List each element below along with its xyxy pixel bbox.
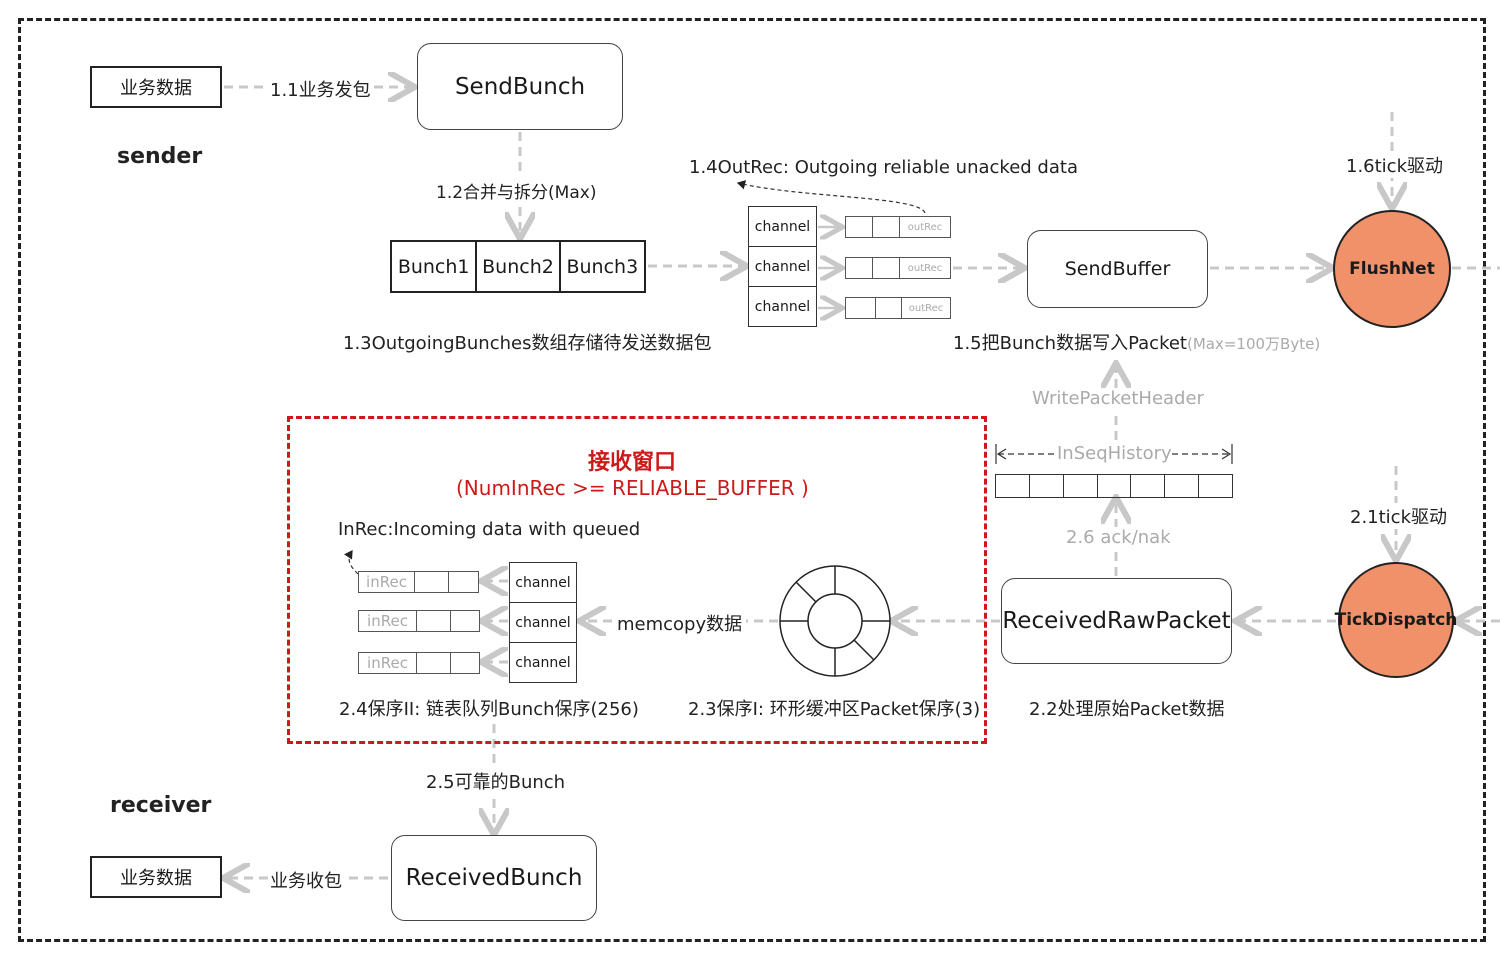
- sender-business-data-label: 业务数据: [120, 78, 192, 99]
- step-2-2-label: 2.2处理原始Packet数据: [1029, 699, 1225, 720]
- receiver-channel-box: channel: [509, 602, 577, 643]
- pointer-outrec: [736, 180, 926, 214]
- inrec-queue: inRec: [358, 652, 480, 674]
- receiver-channel-label: channel: [515, 654, 571, 671]
- inrec-queue: inRec: [358, 571, 479, 593]
- step-1-6-label: 1.6tick驱动: [1344, 152, 1446, 178]
- received-raw-packet-label: ReceivedRawPacket: [1002, 608, 1231, 634]
- outrec-label: outRec: [907, 262, 943, 274]
- tick-dispatch-node: TickDispatch: [1335, 562, 1457, 678]
- receive-window-frame: [287, 416, 987, 744]
- pointer-inrec: [344, 550, 359, 575]
- receive-window-title: 接收窗口: [588, 450, 677, 475]
- step-2-3-label: 2.3保序I: 环形缓冲区Packet保序(3): [688, 699, 981, 720]
- inrec-label: inRec: [359, 572, 415, 592]
- inrec-label: inRec: [359, 653, 417, 673]
- step-1-2-label: 1.2合并与拆分(Max): [436, 176, 597, 205]
- in-rec-title: InRec:Incoming data with queued: [338, 519, 641, 540]
- outrec-queue: outRec: [845, 216, 951, 238]
- sender-business-data-box: 业务数据: [90, 66, 222, 108]
- in-seq-history-buffer: [995, 474, 1233, 498]
- inrec-queue: inRec: [358, 610, 480, 632]
- inrec-label: inRec: [359, 611, 417, 631]
- outrec-label: outRec: [907, 221, 943, 233]
- bunch-cell: Bunch3: [566, 255, 639, 278]
- bunch-cell: Bunch1: [392, 242, 478, 291]
- receive-window-condition: (NumInRec >= RELIABLE_BUFFER ): [456, 476, 809, 500]
- flush-net-node: FlushNet: [1333, 210, 1451, 328]
- receiver-channel-box: channel: [509, 642, 577, 683]
- step-1-1-label: 1.1业务发包: [268, 76, 373, 102]
- receiver-channel-box: channel: [509, 562, 577, 603]
- step-1-5-text: 1.5把Bunch数据写入Packet: [953, 333, 1187, 354]
- step-1-5-label: 1.5把Bunch数据写入Packet(Max=100万Byte): [953, 329, 1320, 355]
- history-span-left-head: [996, 448, 1007, 460]
- bunch-cell: Bunch2: [477, 242, 561, 291]
- receiver-business-data-label: 业务数据: [120, 868, 192, 889]
- step-2-5-label: 2.5可靠的Bunch: [424, 768, 568, 794]
- business-receive-label: 业务收包: [268, 867, 344, 893]
- ring-buffer: [779, 565, 891, 677]
- sender-section-label: sender: [117, 144, 203, 169]
- in-seq-history-label: InSeqHistory: [1057, 443, 1172, 464]
- receiver-channel-label: channel: [515, 574, 571, 591]
- memcopy-label: memcopy数据: [615, 610, 745, 636]
- step-1-5-note: (Max=100万Byte): [1186, 335, 1321, 353]
- write-packet-header-label: WritePacketHeader: [1030, 388, 1206, 409]
- step-2-1-label: 2.1tick驱动: [1348, 503, 1450, 529]
- sender-channel-box: channel: [748, 246, 817, 287]
- sender-channel-label: channel: [754, 258, 811, 275]
- receiver-channel-label: channel: [515, 614, 571, 631]
- sender-channel-box: channel: [748, 206, 817, 247]
- send-buffer-node: SendBuffer: [1027, 230, 1208, 308]
- step-2-6-label: 2.6 ack/nak: [1064, 527, 1173, 548]
- step-2-4-label: 2.4保序II: 链表队列Bunch保序(256): [339, 699, 639, 720]
- received-bunch-node: ReceivedBunch: [391, 835, 597, 921]
- step-1-3-label: 1.3OutgoingBunches数组存储待发送数据包: [343, 333, 712, 354]
- send-bunch-label: SendBunch: [454, 73, 586, 100]
- sender-channel-box: channel: [748, 286, 817, 327]
- received-bunch-label: ReceivedBunch: [405, 865, 583, 891]
- step-1-4-label: 1.4OutRec: Outgoing reliable unacked dat…: [689, 157, 1078, 178]
- flush-net-label: FlushNet: [1349, 259, 1435, 279]
- send-bunch-node: SendBunch: [417, 43, 623, 130]
- sender-channel-label: channel: [754, 298, 811, 315]
- sender-channel-label: channel: [754, 218, 811, 235]
- receiver-business-data-box: 业务数据: [90, 856, 222, 898]
- send-buffer-label: SendBuffer: [1064, 258, 1171, 280]
- tick-dispatch-label: TickDispatch: [1334, 610, 1458, 630]
- outrec-label: outRec: [908, 302, 944, 314]
- received-raw-packet-node: ReceivedRawPacket: [1001, 578, 1232, 664]
- outrec-queue: outRec: [845, 257, 951, 279]
- bunches-array: Bunch1 Bunch2 Bunch3: [390, 240, 646, 293]
- receiver-section-label: receiver: [110, 793, 212, 818]
- history-span-right-head: [1221, 448, 1232, 460]
- outrec-queue: outRec: [845, 297, 951, 319]
- outer-frame: [18, 18, 1486, 942]
